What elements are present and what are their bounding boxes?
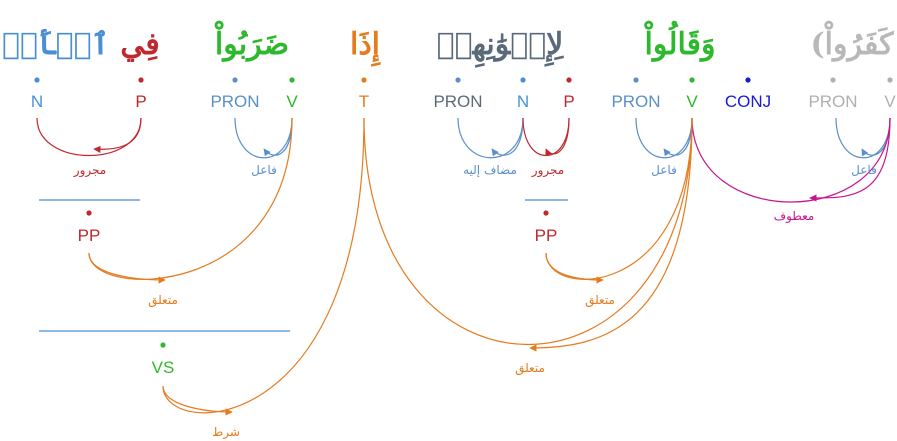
arc-fael-qalu-arrow <box>663 117 693 157</box>
relation-label: مجرور <box>531 163 564 178</box>
relation-label: شرط <box>212 425 240 440</box>
relation-label: متعلق <box>515 361 545 376</box>
token-dot <box>745 77 751 83</box>
arc-mudaf-ilayh-arrow <box>491 117 524 157</box>
relation-label: متعلق <box>585 293 615 308</box>
relation-label: مجرور <box>73 163 106 178</box>
word-al-ard: ٱلۡأَرۡضِ <box>0 27 109 62</box>
relation-label: متعلق <box>148 293 178 308</box>
word-row: (كَفَرُواْ وَقَالُواْ لِإِخۡوَٰنِهِمۡ إِ… <box>0 20 894 67</box>
arc-mutaalliq-idha-arrow <box>529 117 693 352</box>
token-dot <box>138 77 144 83</box>
relation-label: مضاف إليه <box>463 163 517 177</box>
pos-tag: PRON <box>808 92 857 111</box>
token-dot <box>34 77 40 83</box>
token-dot <box>633 77 639 83</box>
pos-tag: PRON <box>611 92 660 111</box>
arc-fael-kafaru-arrow <box>861 117 891 157</box>
arc-majrur-ikhwan-arrow <box>545 117 570 157</box>
arc-mutaalliq-pp2 <box>545 117 693 280</box>
token-dot <box>455 77 461 83</box>
word-darabu: ضَرَبُواْ <box>214 20 290 62</box>
arc-fael-kafaru <box>835 117 891 159</box>
word-idha: إِذَا <box>350 27 381 67</box>
token-dot <box>830 77 836 83</box>
pos-tag: N <box>31 92 43 111</box>
arc-fael-darabu-arrow <box>263 117 293 157</box>
pos-tag: V <box>884 92 896 111</box>
pos-tag: CONJ <box>725 92 771 111</box>
word-fi: فِي <box>120 27 159 62</box>
phrase-bars <box>39 199 568 332</box>
token-dot <box>361 77 367 83</box>
arc-majrur-ard-arrow <box>93 117 142 153</box>
pos-tag: PRON <box>433 92 482 111</box>
arc-majrur-ard <box>36 117 142 156</box>
token-dots <box>34 77 893 83</box>
pos-tag: V <box>686 92 698 111</box>
token-dot <box>689 77 695 83</box>
relation-label: فاعل <box>651 163 677 177</box>
pos-tag: PRON <box>210 92 259 111</box>
phrase-label-pp: PP <box>535 226 558 245</box>
arc-mutaalliq-idha <box>363 117 693 345</box>
dependency-arcs <box>36 117 891 416</box>
relation-label: معطوف <box>774 209 815 224</box>
phrase-dot <box>543 210 549 216</box>
pos-tag: N <box>517 92 529 111</box>
pos-tag: P <box>563 92 574 111</box>
relation-label: فاعل <box>251 163 277 177</box>
pos-tag-row: V PRON CONJ V PRON P N PRON T V PRON P N <box>31 92 896 111</box>
token-dot <box>520 77 526 83</box>
arc-mutaalliq-pp1 <box>88 117 293 280</box>
token-dot <box>289 77 295 83</box>
pos-tag: V <box>286 92 298 111</box>
arc-shart-arrow <box>162 385 233 416</box>
pos-tag: T <box>359 92 369 111</box>
token-dot <box>566 77 572 83</box>
phrase-dot <box>86 210 92 216</box>
pos-tag: P <box>135 92 146 111</box>
phrase-dot <box>160 342 166 348</box>
arc-mudaf-ilayh <box>457 117 524 159</box>
relation-labels: فاعل فاعل مضاف إليه مجرور فاعل مجرور معط… <box>73 163 877 440</box>
word-kafaru: (كَفَرُواْ <box>810 20 894 62</box>
arc-mutaalliq-pp2-arrow <box>545 252 604 284</box>
relation-label: فاعل <box>851 163 877 177</box>
token-dot <box>232 77 238 83</box>
arc-maatuf <box>691 117 891 203</box>
phrase-nodes: PP PP VS <box>78 210 558 377</box>
arc-fael-darabu <box>234 117 293 159</box>
arc-fael-qalu <box>635 117 693 159</box>
token-dot <box>887 77 893 83</box>
arc-maatuf-arrow <box>809 117 891 202</box>
word-wa-qalu: وَقَالُواْ <box>643 20 715 62</box>
arc-shart <box>162 117 365 414</box>
arc-mutaalliq-pp1-arrow <box>88 252 166 284</box>
phrase-label-pp: PP <box>78 226 101 245</box>
phrase-label-vs: VS <box>152 358 175 377</box>
word-li-ikhwanihim: لِإِخۡوَٰنِهِمۡ <box>437 27 565 68</box>
